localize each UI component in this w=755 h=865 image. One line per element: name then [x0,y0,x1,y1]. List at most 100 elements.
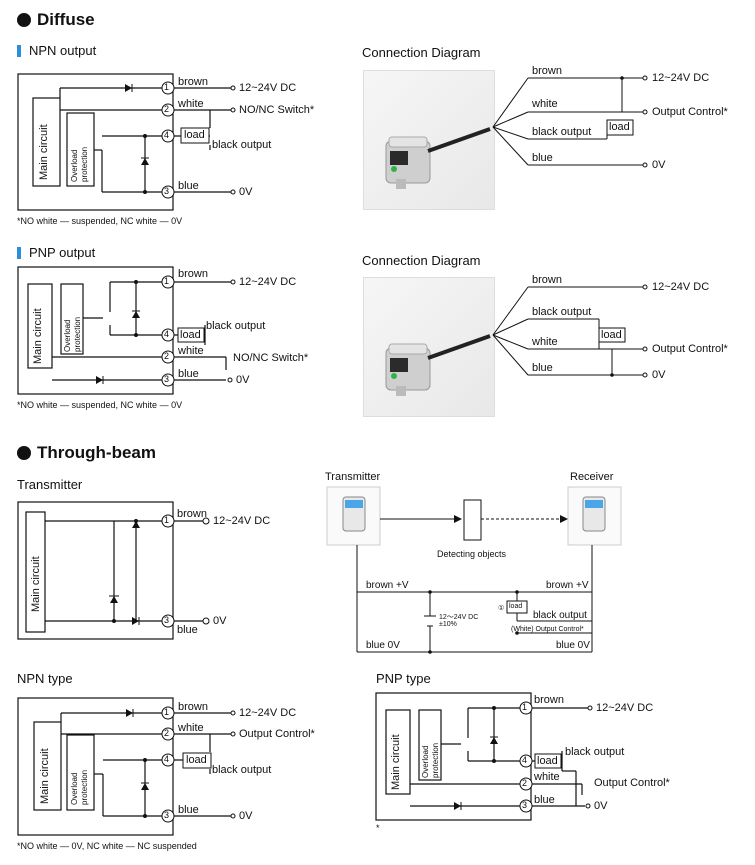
supply-label: 12~24V DC [652,72,710,84]
output-control-label: Output Control* [652,106,728,118]
pin-1: 1 [164,707,170,717]
supply-label: 12~24V DC [213,515,271,527]
pin-3: 3 [164,810,170,820]
bullet-icon [17,13,31,27]
sensor-illustration [385,334,491,396]
wire-black-label: black output [212,764,272,776]
pin-2: 2 [164,351,170,361]
connection-diagram-title: Connection Diagram [362,45,481,60]
supply-label: 12~24V DC [239,82,297,94]
brown-left-label: brown +V [366,580,409,591]
supply-label: 12~24V DC [596,702,654,714]
bullet-icon [17,446,31,460]
pin-4: 4 [164,329,170,339]
detecting-objects-label: Detecting objects [437,549,507,559]
zero-volt-label: 0V [213,615,227,627]
pin-4: 4 [164,130,170,140]
wire-white-label: white [178,345,204,357]
black-output-label: black output [533,610,587,621]
heading-bar-icon [17,44,21,57]
npn-output-title: NPN output [29,43,97,58]
wire-brown-label: brown [534,694,564,706]
wire-brown-label: brown [178,76,208,88]
main-circuit-label: Main circuit [390,734,402,790]
wire-white-label: white [532,98,558,110]
output-control-label: Output Control* [239,728,315,740]
pnp-output-heading: PNP output [17,245,95,260]
wire-brown-label: brown [532,274,562,286]
wire-white-label: white [178,722,204,734]
wire-white-label: white [534,771,560,783]
wire-brown-label: brown [178,268,208,280]
pnp-note: *NO white — suspended, NC white — 0V [17,400,183,410]
wire-black-label: black output [212,139,272,151]
load-label: load [186,754,207,766]
load-label: load [601,329,622,341]
pnp-type-title: PNP type [376,671,431,686]
wire-blue-label: blue [178,368,199,380]
zero-volt-label: 0V [239,810,253,822]
heading-bar-icon [17,246,21,259]
npn-output-heading: NPN output [17,43,96,58]
sensor-illustration [385,127,491,189]
wire-brown-label: brown [178,701,208,713]
pin-1: 1 [164,515,170,525]
wire-brown-label: brown [177,508,207,520]
output-control-label: Output Control* [652,343,728,355]
zero-volt-label: 0V [652,369,666,381]
pin-2: 2 [522,778,528,788]
npn-type-title: NPN type [17,671,73,686]
pin-2: 2 [164,728,170,738]
wire-blue-label: blue [178,804,199,816]
transmitter-label: Transmitter [325,471,381,483]
supply-label: 12~24V DC [239,276,297,288]
pnp-type-note: * [376,823,380,833]
zero-volt-label: 0V [594,800,608,812]
output-control-label: Output Control* [594,777,670,789]
section-through-beam: Through-beam [17,443,156,463]
overload-label: Overload protection [421,742,440,778]
wire-blue-label: blue [178,180,199,192]
wire-brown-label: brown [532,65,562,77]
pin-3: 3 [164,186,170,196]
switch-label: NO/NC Switch* [239,104,315,116]
wire-blue-label: blue [532,152,553,164]
white-output-label: (White) Output Control* [511,626,584,633]
supply-label: 12～24V DC [439,614,479,621]
pin-2: 2 [164,104,170,114]
npn-type-note: *NO white — 0V, NC white — NC suspended [17,841,197,851]
switch-label: NO/NC Switch* [233,352,309,364]
npn-note: *NO white — suspended, NC white — 0V [17,216,183,226]
section-diffuse: Diffuse [17,10,95,30]
wire-blue-label: blue [532,362,553,374]
wire-white-label: white [178,98,204,110]
pin-3: 3 [522,800,528,810]
wire-black-label: black output [532,126,592,138]
blue-right-label: blue 0V [556,640,590,651]
load-label: load [184,129,205,141]
wire-black-label: black output [206,320,266,332]
wire-black-label: black output [532,306,592,318]
blue-left-label: blue 0V [366,640,400,651]
wire-white-label: white [532,336,558,348]
receiver-label: Receiver [570,471,614,483]
sensor-photo [363,70,495,210]
load-label: load [509,603,523,610]
pin-3: 3 [164,374,170,384]
zero-volt-label: 0V [236,374,250,386]
pin-marker: ① [498,605,505,612]
section-title: Diffuse [37,10,95,29]
pin-1: 1 [164,82,170,92]
